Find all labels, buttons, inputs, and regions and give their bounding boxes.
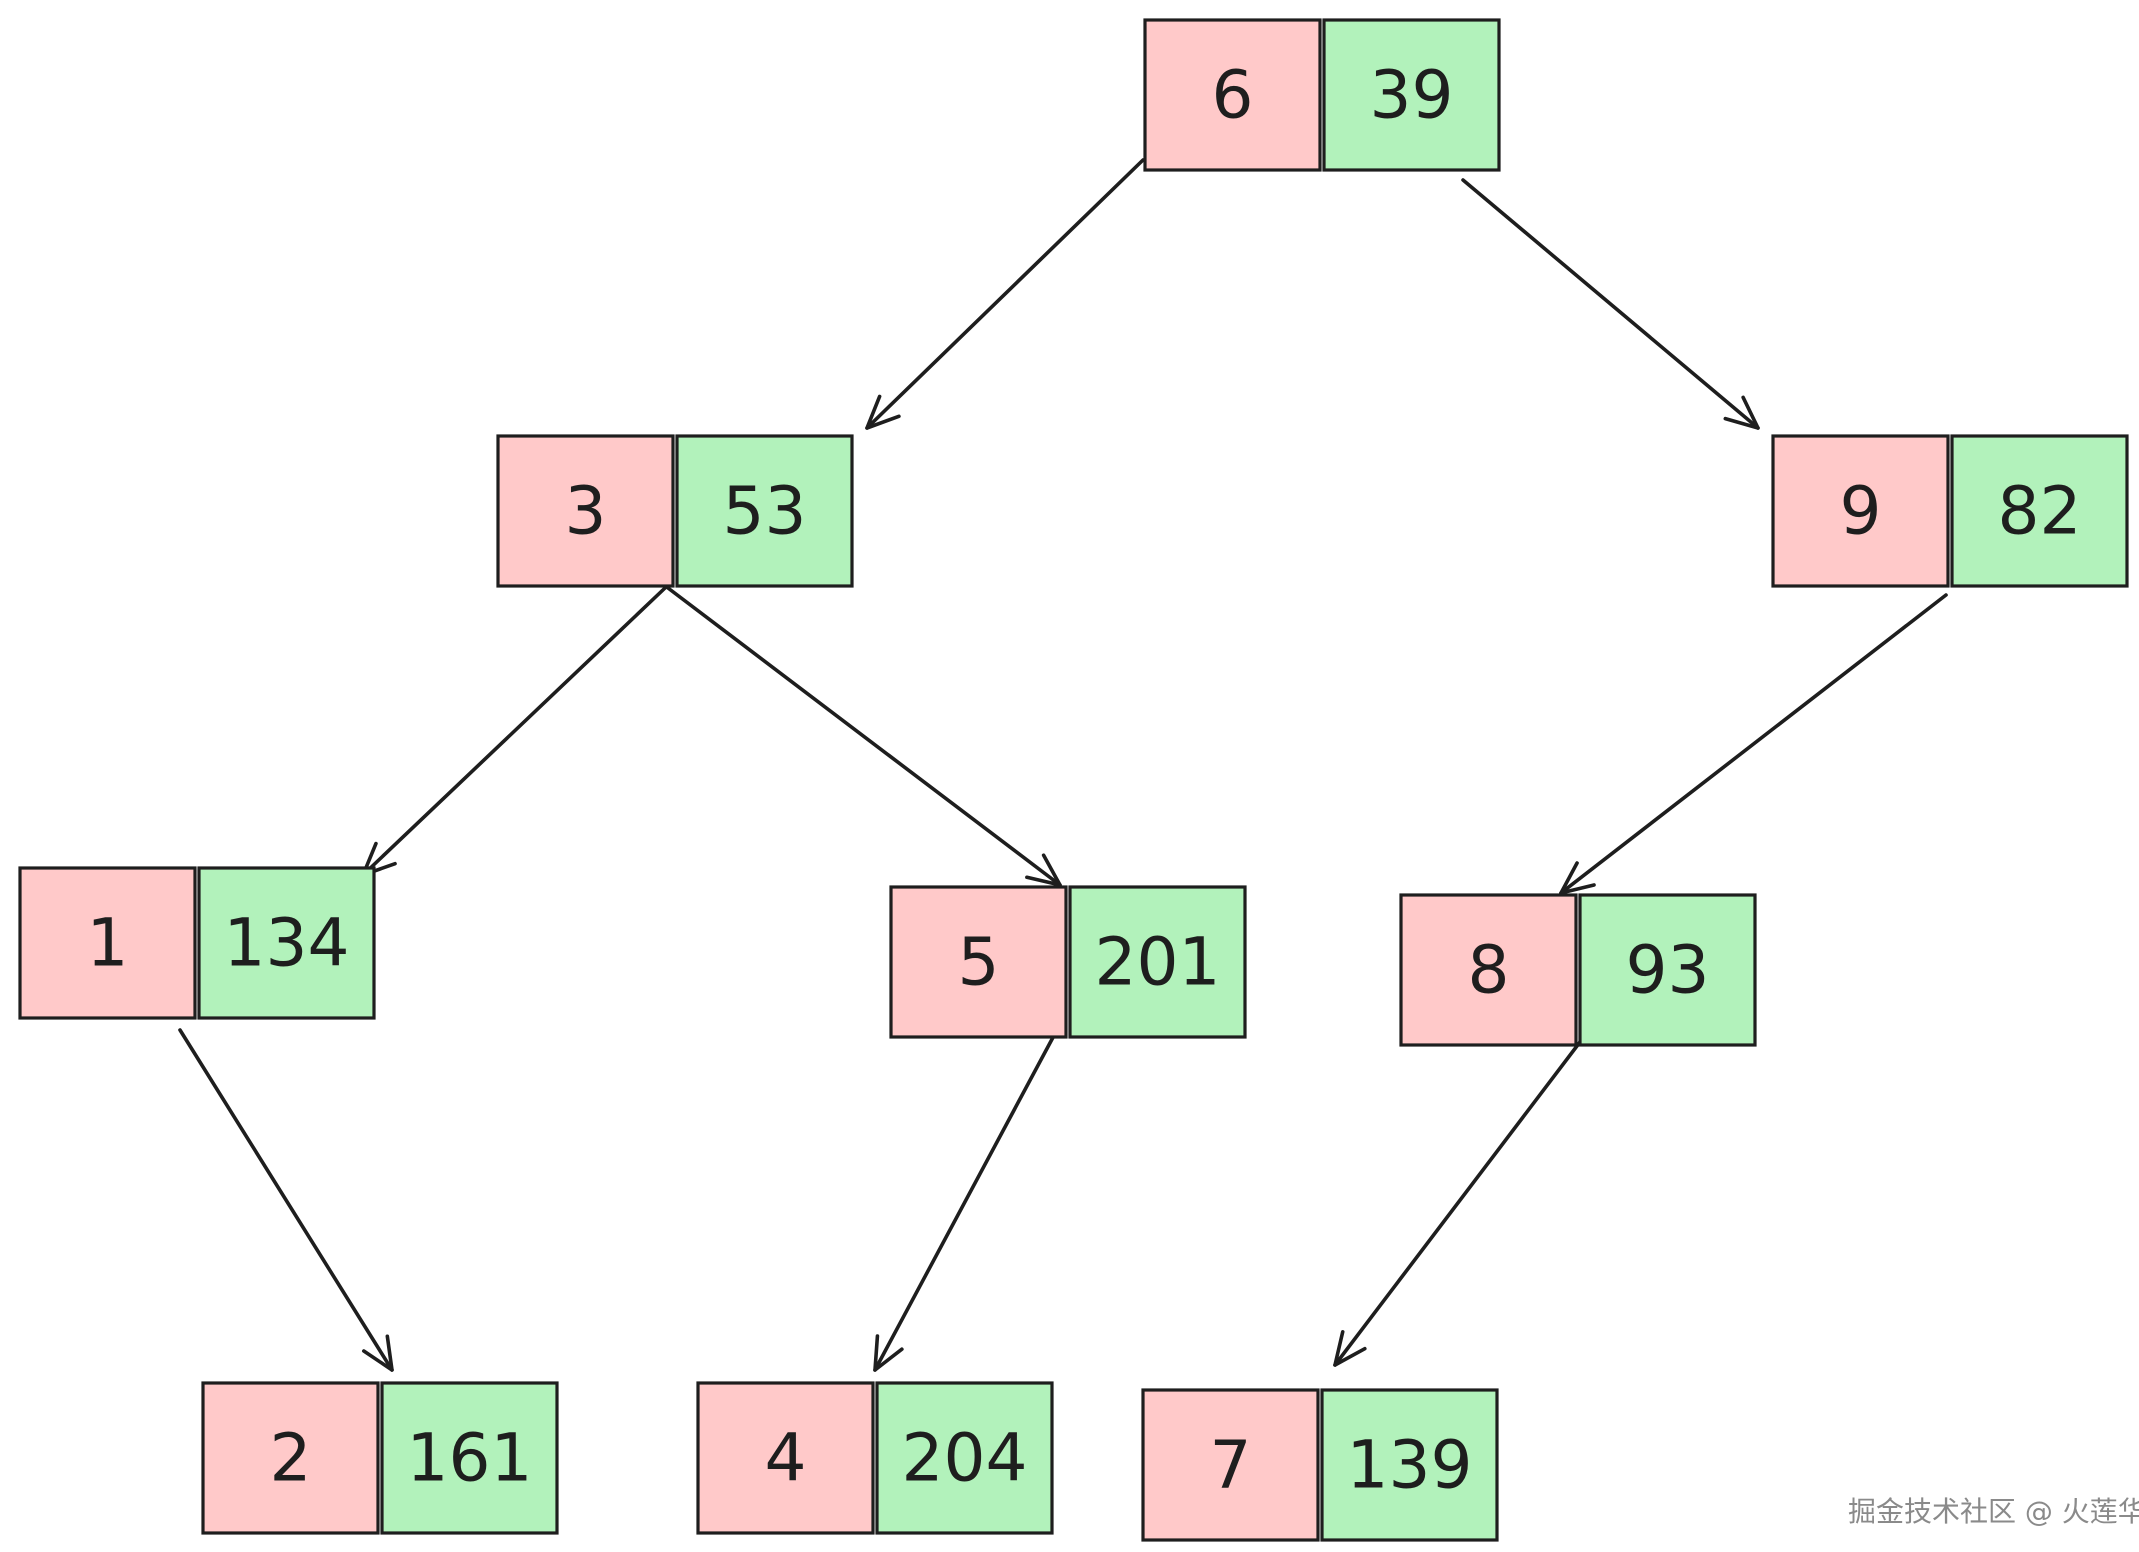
node-value-label: 134 bbox=[224, 905, 350, 982]
tree-node-3: 3 53 bbox=[496, 434, 854, 588]
node-value-cell bbox=[875, 1381, 1054, 1535]
arrowhead bbox=[1333, 1330, 1367, 1367]
tree-node-7: 7 139 bbox=[1141, 1388, 1499, 1542]
edge-line bbox=[666, 586, 1062, 887]
node-value-cell bbox=[1950, 434, 2129, 588]
arrowhead bbox=[873, 1334, 904, 1372]
node-value-cell bbox=[1068, 885, 1247, 1039]
edge-n6-n9 bbox=[1461, 178, 1760, 430]
arrowhead bbox=[1559, 861, 1596, 895]
edge-n3-n5 bbox=[666, 586, 1062, 887]
node-key-cell bbox=[1143, 18, 1322, 172]
node-key-label: 5 bbox=[958, 924, 1000, 1001]
node-value-cell bbox=[1578, 893, 1757, 1047]
node-key-label: 7 bbox=[1210, 1427, 1252, 1504]
node-key-cell bbox=[201, 1381, 380, 1535]
node-key-label: 2 bbox=[270, 1420, 312, 1497]
watermark-text: 掘金技术社区 @ 火莲华 bbox=[1848, 1495, 2139, 1528]
node-key-label: 4 bbox=[765, 1420, 807, 1497]
edge-n8-n7 bbox=[1333, 1040, 1582, 1367]
node-key-cell bbox=[18, 866, 197, 1020]
node-value-label: 204 bbox=[902, 1420, 1028, 1497]
arrowhead bbox=[865, 394, 901, 430]
edge-n5-n4 bbox=[873, 1026, 1060, 1372]
edge-line bbox=[873, 1026, 1060, 1372]
tree-node-4: 4 204 bbox=[696, 1381, 1054, 1535]
node-value-label: 82 bbox=[1998, 473, 2082, 550]
edge-n9-n8 bbox=[1559, 593, 1948, 895]
node-key-cell bbox=[1771, 434, 1950, 588]
edge-line bbox=[1333, 1040, 1582, 1367]
node-value-label: 53 bbox=[723, 473, 807, 550]
node-value-label: 201 bbox=[1095, 924, 1221, 1001]
edge-line bbox=[865, 158, 1145, 430]
edge-line bbox=[1559, 593, 1948, 895]
node-key-cell bbox=[696, 1381, 875, 1535]
node-key-cell bbox=[1141, 1388, 1320, 1542]
tree-node-2: 2 161 bbox=[201, 1381, 559, 1535]
edge-line bbox=[178, 1028, 394, 1372]
node-value-label: 161 bbox=[407, 1420, 533, 1497]
node-key-cell bbox=[496, 434, 675, 588]
node-value-cell bbox=[197, 866, 376, 1020]
arrowhead bbox=[362, 1334, 394, 1372]
edge-line bbox=[1461, 178, 1760, 430]
tree-node-1: 1 134 bbox=[18, 866, 376, 1020]
node-key-label: 9 bbox=[1840, 473, 1882, 550]
node-value-cell bbox=[675, 434, 854, 588]
edge-line bbox=[361, 586, 667, 877]
node-key-cell bbox=[1399, 893, 1578, 1047]
arrowhead bbox=[1723, 395, 1760, 430]
node-value-cell bbox=[380, 1381, 559, 1535]
node-key-label: 1 bbox=[87, 905, 129, 982]
node-layer: 6 39 3 53 9 82 1 134 5 201 8 93 2 161 4 204 7 139 bbox=[18, 18, 2129, 1542]
edge-layer bbox=[178, 158, 1948, 1372]
tree-node-9: 9 82 bbox=[1771, 434, 2129, 588]
edge-n1-n2 bbox=[178, 1028, 394, 1372]
node-value-cell bbox=[1322, 18, 1501, 172]
edge-n3-n1 bbox=[361, 586, 667, 877]
tree-node-6: 6 39 bbox=[1143, 18, 1501, 172]
node-value-cell bbox=[1320, 1388, 1499, 1542]
node-key-label: 3 bbox=[565, 473, 607, 550]
node-key-label: 6 bbox=[1212, 57, 1254, 134]
node-key-label: 8 bbox=[1468, 932, 1510, 1009]
node-value-label: 139 bbox=[1347, 1427, 1473, 1504]
edge-n6-n3 bbox=[865, 158, 1145, 430]
arrowhead bbox=[1025, 853, 1062, 887]
node-value-label: 39 bbox=[1370, 57, 1454, 134]
tree-node-5: 5 201 bbox=[889, 885, 1247, 1039]
tree-node-8: 8 93 bbox=[1399, 893, 1757, 1047]
node-key-cell bbox=[889, 885, 1068, 1039]
node-value-label: 93 bbox=[1626, 932, 1710, 1009]
